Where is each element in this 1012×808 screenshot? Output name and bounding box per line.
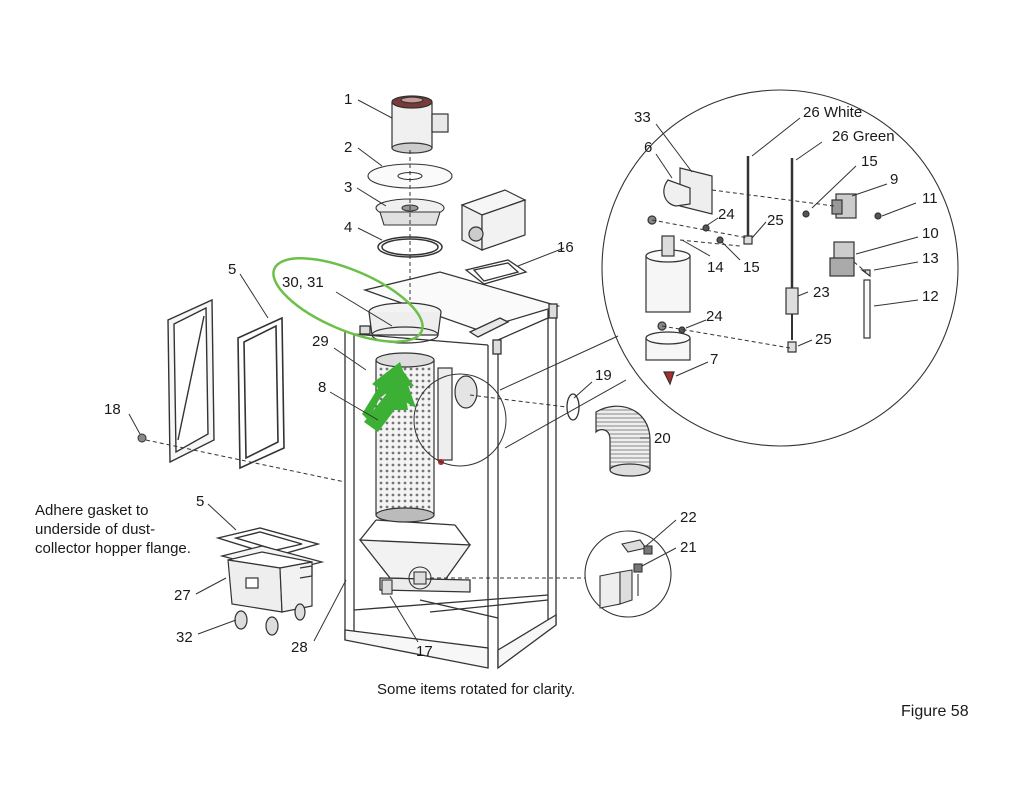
callout-17: 17 <box>416 643 433 660</box>
callout-19: 19 <box>595 367 612 384</box>
detail-leader <box>499 335 619 391</box>
rotation-note: Some items rotated for clarity. <box>377 681 576 698</box>
callout-labels: 1 2 3 4 5 30, 31 29 8 18 16 5 27 32 28 1… <box>104 91 939 660</box>
detail-leader <box>504 379 627 449</box>
callout-8: 8 <box>318 379 326 396</box>
callout-28: 28 <box>291 639 308 656</box>
callout-3: 3 <box>344 179 352 196</box>
callout-21: 21 <box>680 539 697 556</box>
callout-18: 18 <box>104 401 121 418</box>
door-gasket <box>237 316 285 470</box>
highlight-arrow-body <box>364 362 416 432</box>
chute-box <box>460 189 527 251</box>
figure-label: Figure 58 <box>901 703 969 720</box>
top-collar <box>368 302 442 344</box>
detector-housing <box>437 367 478 465</box>
callout-22: 22 <box>680 509 697 526</box>
callout-1: 1 <box>344 91 352 108</box>
callout-14: 14 <box>707 259 724 276</box>
door-knob <box>137 433 147 443</box>
callout-7: 7 <box>710 351 718 368</box>
callout-33: 33 <box>634 109 651 126</box>
callout-5-bin: 5 <box>196 493 204 510</box>
gasket-instruction-line: underside of dust- <box>35 521 156 538</box>
gasket-instruction-line: collector hopper flange. <box>35 540 191 557</box>
callout-4: 4 <box>344 219 352 236</box>
ring-gasket <box>377 236 443 258</box>
hose-axis <box>469 394 567 408</box>
detector-detail-ring <box>413 373 507 467</box>
sensor-assembly <box>645 156 882 386</box>
callout-16: 16 <box>557 239 574 256</box>
sensor-detail-circle <box>601 89 959 447</box>
bracket-detail-circle <box>584 530 672 618</box>
callout-15-mid: 15 <box>743 259 760 276</box>
callout-25-top: 25 <box>767 212 784 229</box>
callout-15-top: 15 <box>861 153 878 170</box>
gasket-instruction: Adhere gasket to underside of dust- coll… <box>35 501 235 558</box>
callout-5-door: 5 <box>228 261 236 278</box>
flex-hose <box>595 405 651 477</box>
door-axis <box>145 439 346 483</box>
callout-23: 23 <box>813 284 830 301</box>
gasket-instruction-line: Adhere gasket to <box>35 502 149 519</box>
caster-wheels <box>234 603 306 636</box>
collector-bin <box>219 545 325 613</box>
callout-25-bottom: 25 <box>815 331 832 348</box>
leader-lines <box>128 99 919 643</box>
gasket-frame <box>215 527 321 557</box>
callout-11: 11 <box>922 190 938 207</box>
mounting-bracket <box>599 539 653 609</box>
motor <box>391 95 449 154</box>
highlight-ellipse <box>272 257 424 343</box>
callout-26-white: 26 White <box>803 104 862 121</box>
callout-10: 10 <box>922 225 939 242</box>
callout-24-bottom: 24 <box>706 308 723 325</box>
callout-29: 29 <box>312 333 329 350</box>
callout-26-green: 26 Green <box>832 128 895 145</box>
callout-20: 20 <box>654 430 671 447</box>
callout-24-top: 24 <box>718 206 735 223</box>
door-panel <box>167 298 215 464</box>
callout-9: 9 <box>890 171 898 188</box>
hose-clamp <box>566 393 580 421</box>
chute-gasket <box>464 259 528 285</box>
callout-6: 6 <box>644 139 652 156</box>
callout-27: 27 <box>174 587 191 604</box>
callout-32: 32 <box>176 629 193 646</box>
callout-2: 2 <box>344 139 352 156</box>
callout-12: 12 <box>922 288 939 305</box>
sensor-axes <box>651 189 867 349</box>
callout-30-31: 30, 31 <box>282 274 324 291</box>
callout-13: 13 <box>922 250 939 267</box>
junction-box <box>381 566 432 595</box>
